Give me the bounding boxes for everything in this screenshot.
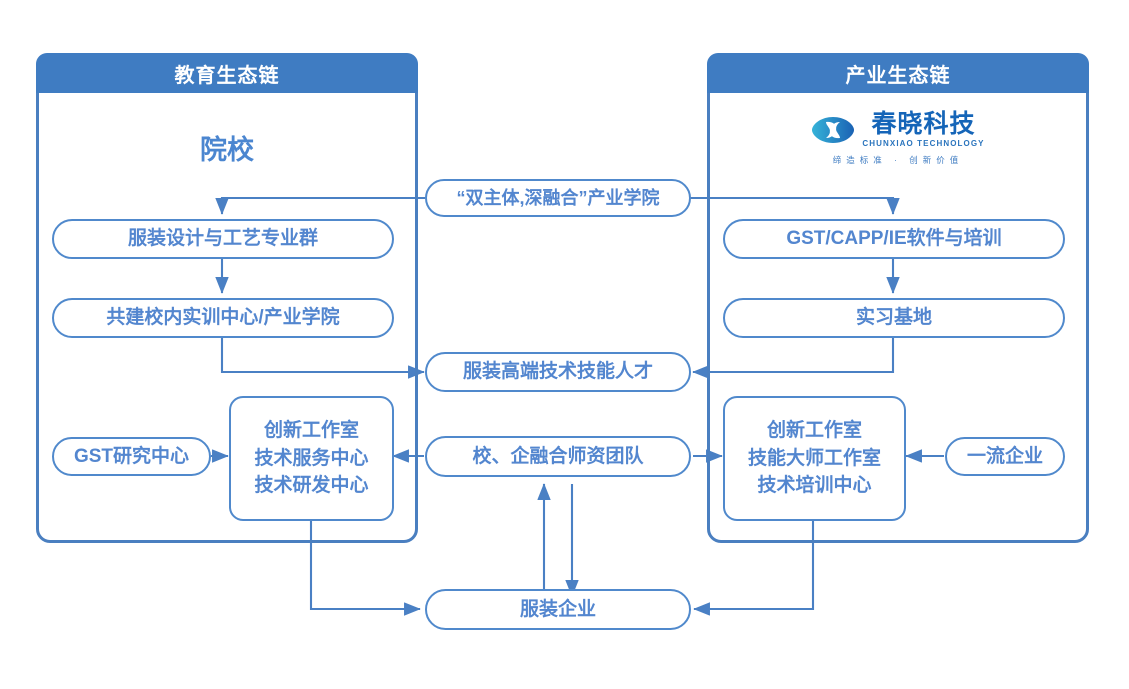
node-top-enterprise[interactable]: 一流企业 — [945, 437, 1065, 476]
chunxiao-logo-name-en: CHUNXIAO TECHNOLOGY — [862, 139, 985, 148]
node-major-group-label: 服装设计与工艺专业群 — [127, 228, 318, 250]
node-left-innovation-studio-line-1: 创新工作室 — [263, 420, 359, 442]
arrow-right-studio-to-apparel — [693, 521, 815, 616]
node-top-enterprise-label: 一流企业 — [966, 445, 1043, 467]
node-right-innovation-studio-line-1: 创新工作室 — [766, 420, 862, 442]
node-apparel-enterprise[interactable]: 服装企业 — [425, 589, 691, 630]
node-apparel-enterprise-label: 服装企业 — [519, 598, 596, 620]
arrow-college-to-software — [690, 196, 900, 215]
industry-chain-header-label: 产业生态链 — [845, 64, 951, 87]
node-faculty-team[interactable]: 校、企融合师资团队 — [425, 436, 691, 477]
node-major-group[interactable]: 服装设计与工艺专业群 — [52, 219, 394, 259]
node-internship-base[interactable]: 实习基地 — [723, 298, 1065, 338]
node-software-and-training[interactable]: GST/CAPP/IE软件与培训 — [723, 219, 1065, 259]
node-faculty-team-label: 校、企融合师资团队 — [472, 445, 644, 467]
education-chain-header: 教育生态链 — [36, 53, 418, 93]
node-campus-training-center-label: 共建校内实训中心/产业学院 — [106, 307, 340, 329]
arrow-base-to-talent — [692, 338, 895, 379]
schools-section-title-label: 院校 — [200, 135, 254, 165]
node-left-innovation-studio-line-2: 技术服务中心 — [254, 447, 369, 469]
arrow-left-studio-to-apparel — [309, 521, 421, 616]
node-left-innovation-studio-line-3: 技术研发中心 — [254, 475, 369, 497]
node-gst-research-center-label: GST研究中心 — [73, 445, 190, 467]
node-campus-training-center[interactable]: 共建校内实训中心/产业学院 — [52, 298, 394, 338]
education-chain-header-label: 教育生态链 — [174, 64, 280, 87]
industry-chain-header: 产业生态链 — [707, 53, 1089, 93]
node-gst-research-center[interactable]: GST研究中心 — [52, 437, 211, 476]
arrow-group — [211, 196, 944, 616]
node-right-innovation-studio-line-2: 技能大师工作室 — [747, 447, 881, 469]
node-right-innovation-studio-line-3: 技术培训中心 — [757, 475, 872, 497]
node-industry-college[interactable]: “双主体,深融合”产业学院 — [425, 179, 691, 217]
node-high-end-talent[interactable]: 服装高端技术技能人才 — [425, 352, 691, 392]
chunxiao-logo-tagline: 缔造标准 · 创新价值 — [832, 155, 964, 165]
node-industry-college-label: “双主体,深融合”产业学院 — [456, 187, 660, 208]
arrow-training-to-talent — [220, 338, 425, 379]
schools-section-title: 院校 — [36, 128, 418, 167]
chunxiao-eye-logo-icon — [812, 117, 855, 143]
node-internship-base-label: 实习基地 — [855, 307, 932, 329]
node-left-innovation-studio[interactable]: 创新工作室 技术服务中心 技术研发中心 — [229, 396, 394, 521]
chunxiao-logo: 春晓科技 CHUNXIAO TECHNOLOGY 缔造标准 · 创新价值 — [707, 112, 1089, 166]
chunxiao-logo-name-cn: 春晓科技 — [871, 110, 976, 138]
node-high-end-talent-label: 服装高端技术技能人才 — [462, 361, 653, 383]
node-software-and-training-label: GST/CAPP/IE软件与培训 — [786, 228, 1002, 250]
node-right-innovation-studio[interactable]: 创新工作室 技能大师工作室 技术培训中心 — [723, 396, 906, 521]
arrow-college-to-major — [215, 196, 425, 215]
